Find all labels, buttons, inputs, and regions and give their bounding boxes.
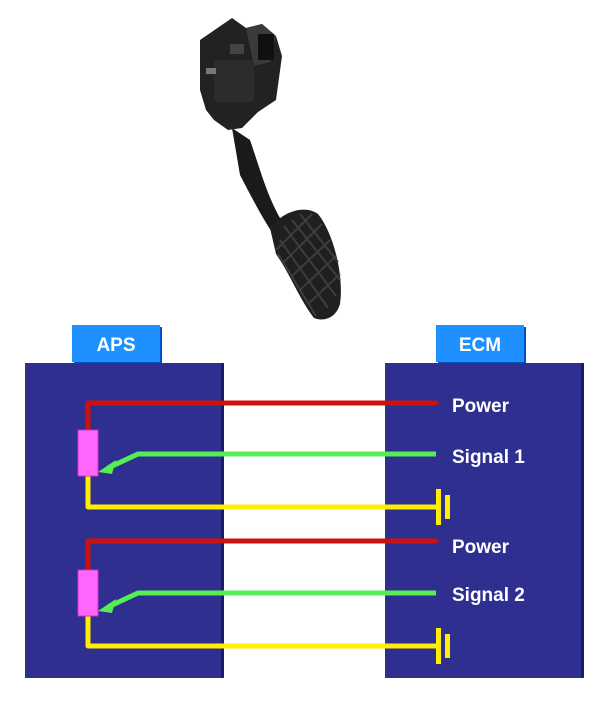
aps-label: APS [96, 335, 135, 356]
aps-module-body [25, 363, 223, 678]
ground-wire-1 [85, 475, 438, 510]
power-label-2: Power [452, 537, 510, 558]
pedal-pad [270, 209, 341, 320]
accelerator-pedal-image [200, 18, 341, 320]
ground-symbol-icon [436, 628, 450, 664]
ecm-module-body [385, 363, 583, 678]
ecm-label: ECM [459, 335, 501, 356]
power-wire-2 [85, 538, 439, 573]
power-label-1: Power [452, 396, 510, 417]
sensor-potentiometer-1 [77, 429, 99, 477]
ground-wire-2 [85, 616, 438, 649]
signal-wire-2 [106, 590, 436, 610]
signal-wire-1 [106, 451, 436, 471]
power-wire-1 [85, 400, 439, 433]
signal-label-2: Signal 2 [452, 585, 525, 606]
circuit-2: Power Signal 2 [77, 537, 525, 664]
signal-arrow-1 [98, 460, 116, 474]
ecm-module-tab: ECM [436, 325, 526, 364]
signal-arrow-2 [98, 599, 116, 613]
ground-symbol-icon [436, 489, 450, 525]
signal-label-1: Signal 1 [452, 447, 525, 468]
sensor-potentiometer-2 [77, 569, 99, 617]
aps-module-tab: APS [72, 325, 162, 364]
circuit-1: Power Signal 1 [77, 396, 525, 525]
